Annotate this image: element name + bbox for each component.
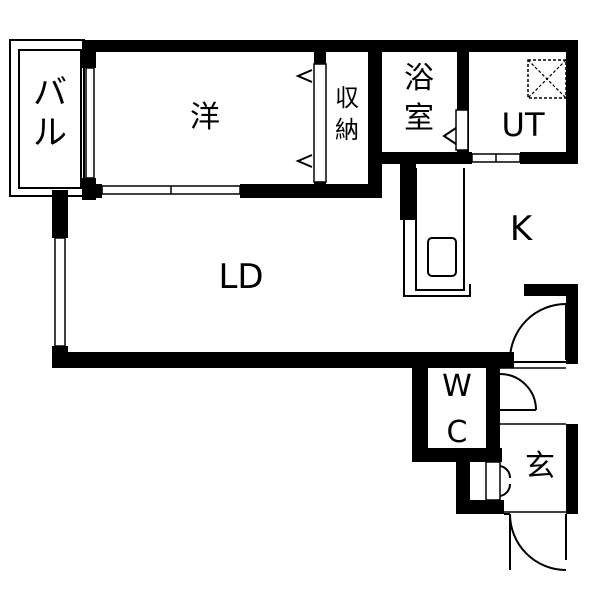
balcony xyxy=(9,39,85,197)
kitchen-label: K xyxy=(510,209,534,249)
windows xyxy=(54,67,521,347)
bathroom-label-1: 浴 xyxy=(404,61,434,96)
storage-doors xyxy=(295,63,327,183)
sink-icon xyxy=(427,237,457,277)
doors xyxy=(485,303,568,571)
kitchen-counter xyxy=(403,168,471,297)
living-dining-label: LD xyxy=(218,257,263,297)
toilet-label-2: C xyxy=(447,415,468,450)
bathroom-label-2: 室 xyxy=(404,101,434,136)
washing-machine-icon xyxy=(527,59,567,99)
bath-door xyxy=(442,109,469,151)
entrance-label: 玄 xyxy=(525,449,555,484)
storage-label-1: 収 xyxy=(335,84,359,112)
western-room-label: 洋 xyxy=(190,100,220,135)
utility-label: UT xyxy=(502,106,545,144)
toilet-label-1: W xyxy=(442,369,472,404)
balcony-label-2: ル xyxy=(33,113,67,153)
room-labels: バ ル 洋 収 納 浴 室 UT K LD W C 玄 xyxy=(33,61,555,484)
balcony-label-1: バ xyxy=(33,73,67,113)
storage-label-2: 納 xyxy=(335,116,359,144)
